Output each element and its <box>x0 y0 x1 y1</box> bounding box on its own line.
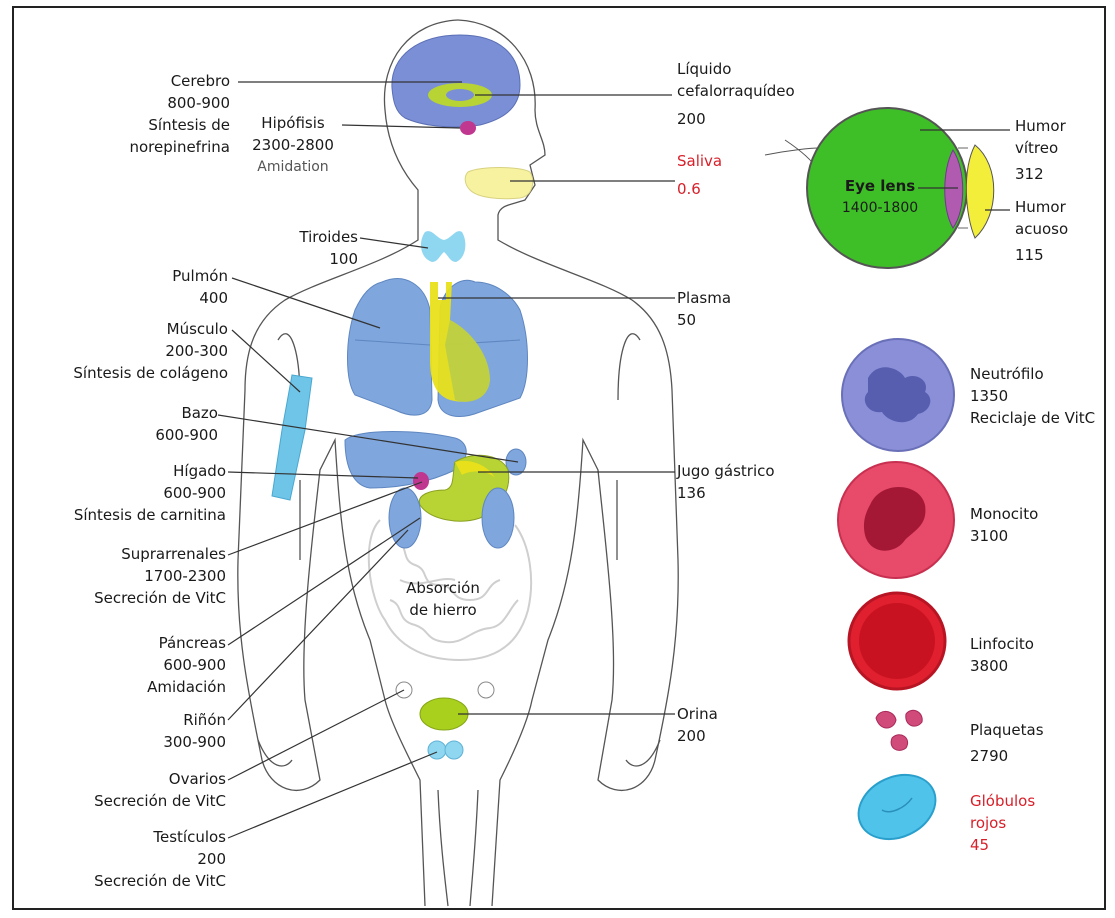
label-humor-acuoso: Humor acuoso 115 <box>1015 196 1085 266</box>
label-bazo: Bazo 600-900 <box>100 402 218 446</box>
label-humor-vitreo: Humor vítreo 312 <box>1015 115 1085 185</box>
neutrophil-cell <box>842 339 954 451</box>
kidney-right <box>482 488 514 548</box>
label-musculo: Músculo 200-300 Síntesis de colágeno <box>40 318 228 384</box>
saliva-gland <box>465 168 533 199</box>
label-lcr: Líquido cefalorraquídeo 200 <box>677 58 827 130</box>
monocyte-cell <box>838 462 954 578</box>
label-plaquetas: Plaquetas 2790 <box>970 719 1080 767</box>
testis-left <box>428 741 446 759</box>
liver-organ <box>345 432 466 489</box>
brain-organ <box>392 35 520 135</box>
label-rinon: Riñón 300-900 <box>100 709 226 753</box>
lymphocyte-cell <box>849 593 945 689</box>
label-higado: Hígado 600-900 Síntesis de carnitina <box>40 460 226 526</box>
label-plasma: Plasma 50 <box>677 287 757 331</box>
label-hipofisis: Hipófisis 2300-2800 Amidation <box>238 112 348 178</box>
label-neutrofilo: Neutrófilo 1350 Reciclaje de VitC <box>970 363 1100 429</box>
adrenal-organ <box>413 472 429 490</box>
label-linfocito: Linfocito 3800 <box>970 633 1080 677</box>
label-globulos-rojos: Glóbulos rojos 45 <box>970 790 1060 856</box>
ovary-right <box>478 682 494 698</box>
label-eye-lens: Eye lens 1400-1800 <box>825 175 935 219</box>
label-saliva: Saliva 0.6 <box>677 150 757 200</box>
kidney-left <box>389 488 421 548</box>
label-orina: Orina 200 <box>677 703 757 747</box>
label-testiculos: Testículos 200 Secreción de VitC <box>40 826 226 892</box>
label-cerebro: Cerebro 800-900 Síntesis de norepinefrin… <box>100 70 230 158</box>
testis-right <box>445 741 463 759</box>
label-tiroides: Tiroides 100 <box>230 226 358 270</box>
label-pancreas: Páncreas 600-900 Amidación <box>100 632 226 698</box>
muscle-organ <box>272 375 312 500</box>
label-pulmon: Pulmón 400 <box>100 265 228 309</box>
label-suprarrenales: Suprarrenales 1700-2300 Secreción de Vit… <box>40 543 226 609</box>
red-blood-cell <box>848 763 946 851</box>
label-ovarios: Ovarios Secreción de VitC <box>40 768 226 812</box>
label-absorcion: Absorción de hierro <box>398 577 488 621</box>
label-monocito: Monocito 3100 <box>970 503 1080 547</box>
thyroid-organ <box>421 231 465 262</box>
label-jugo: Jugo gástrico 136 <box>677 460 797 504</box>
platelets-cells <box>876 710 922 750</box>
